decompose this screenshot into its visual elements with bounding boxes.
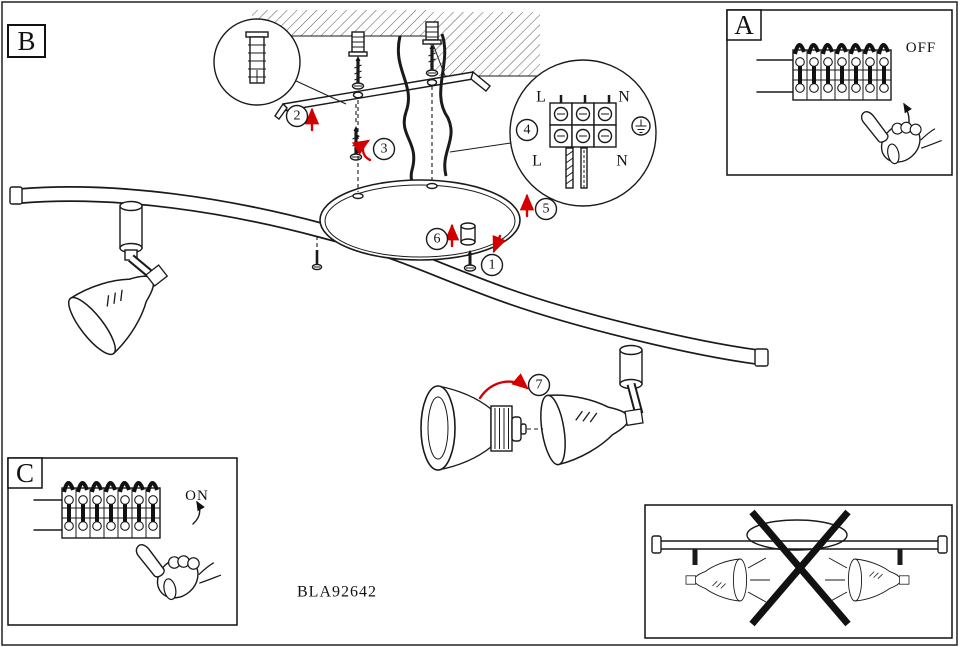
step-callouts: 1 2 3 4 5 6 7 — [285, 104, 558, 397]
arrow-step3-turn — [351, 139, 372, 162]
detail-circle-terminals: L N L N — [509, 59, 657, 207]
step-circle-3 — [372, 137, 396, 161]
terminal-strip-c — [61, 480, 161, 539]
terminal-label-n-top: N — [618, 89, 630, 106]
screw-ceiling-right — [425, 44, 439, 77]
step-circle-7 — [527, 373, 551, 397]
step-number-1: 1 — [489, 258, 496, 273]
mains-cables — [396, 33, 453, 187]
off-label: OFF — [906, 40, 937, 56]
arrow-step7-rotate — [478, 373, 529, 400]
step-circle-2 — [285, 104, 309, 128]
canopy — [319, 179, 521, 261]
screw-ceiling-left — [351, 56, 365, 90]
on-label: ON — [185, 488, 209, 504]
step-number-3: 3 — [381, 142, 388, 157]
panel-b-label: B — [7, 24, 46, 58]
inset-c: C ON — [7, 457, 238, 626]
cross-out-icon — [749, 509, 851, 627]
terminal-label-l-bottom: L — [532, 153, 542, 170]
spotlight-right — [535, 344, 649, 468]
inset-warning — [644, 504, 953, 639]
action-arrows — [304, 107, 535, 400]
step-number-5: 5 — [543, 202, 550, 217]
panel-b-letter: B — [17, 26, 35, 56]
earth-symbol-icon — [631, 116, 651, 136]
terminal-strip-a — [792, 42, 892, 101]
terminal-label-n-bottom: N — [616, 153, 628, 170]
detail-circle-wall-plug — [213, 18, 347, 106]
arrow-step1-down — [492, 234, 507, 254]
wall-plug-right — [422, 21, 442, 45]
screw-under-canopy — [311, 236, 323, 271]
step-number-6: 6 — [434, 232, 441, 247]
inset-a: A OFF — [726, 9, 953, 176]
step-number-4: 4 — [524, 123, 531, 138]
spotlight-left — [61, 200, 186, 362]
screw-track-lock — [463, 250, 477, 272]
terminal-label-l-top: L — [536, 89, 546, 106]
panel-a-letter: A — [734, 10, 754, 40]
main-diagram: L N L N — [9, 10, 769, 601]
mounting-bracket — [274, 70, 491, 120]
leader-terminal-detail — [449, 142, 512, 153]
step-number-2: 2 — [294, 109, 301, 124]
track-end-cap-left — [9, 186, 23, 205]
step-circle-4 — [515, 118, 539, 142]
track-end-cap-right — [754, 348, 769, 367]
part-code: BLA92642 — [297, 584, 377, 601]
wall-plug-left — [348, 31, 368, 57]
step-circle-5 — [534, 197, 558, 221]
track-stud — [460, 222, 476, 246]
step-number-7: 7 — [536, 378, 543, 393]
panel-c-letter: C — [16, 458, 34, 488]
press-motion-arrow-c — [192, 500, 205, 525]
step-circle-1 — [480, 253, 504, 277]
step-circle-6 — [425, 227, 449, 251]
reflector-bulb — [420, 385, 543, 471]
